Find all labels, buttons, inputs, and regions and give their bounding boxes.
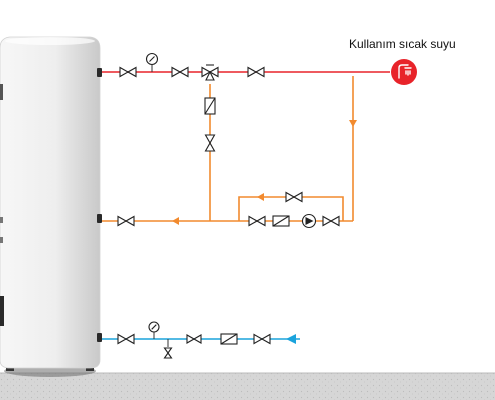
pressure-gauge-icon bbox=[145, 52, 159, 66]
gate-valve-icon[interactable] bbox=[253, 333, 271, 345]
check-valve-icon[interactable] bbox=[272, 215, 290, 227]
floor bbox=[0, 373, 495, 400]
gate-valve-icon[interactable] bbox=[186, 334, 202, 344]
gate-valve-icon[interactable] bbox=[171, 66, 189, 78]
gate-valve-icon[interactable] bbox=[119, 66, 137, 78]
drain-valve-icon[interactable] bbox=[163, 347, 173, 359]
flow-arrow-left bbox=[172, 217, 179, 225]
three-way-valve-icon[interactable] bbox=[201, 64, 219, 81]
flow-arrow-down bbox=[349, 120, 357, 127]
gate-valve-icon[interactable] bbox=[117, 333, 135, 345]
flow-arrows bbox=[172, 120, 357, 225]
storage-tank bbox=[0, 36, 102, 377]
circulation-loop bbox=[102, 76, 354, 222]
gate-valve-icon[interactable] bbox=[322, 215, 340, 227]
outlet-label: Kullanım sıcak suyu bbox=[349, 37, 456, 51]
flow-arrow-cold bbox=[286, 334, 296, 344]
pressure-gauge-icon bbox=[148, 321, 160, 333]
gate-valve-icon[interactable] bbox=[248, 215, 266, 227]
gate-valve-icon[interactable] bbox=[117, 215, 135, 227]
flow-arrow-left-bypass bbox=[257, 193, 264, 201]
check-valve-icon[interactable] bbox=[220, 333, 238, 345]
gate-valve-icon[interactable] bbox=[204, 134, 216, 152]
shower-icon[interactable] bbox=[391, 59, 417, 85]
gate-valve-icon[interactable] bbox=[247, 66, 265, 78]
check-valve-icon[interactable] bbox=[204, 97, 216, 115]
circulation-pump-icon[interactable] bbox=[301, 213, 317, 229]
gate-valve-icon[interactable] bbox=[285, 191, 303, 203]
